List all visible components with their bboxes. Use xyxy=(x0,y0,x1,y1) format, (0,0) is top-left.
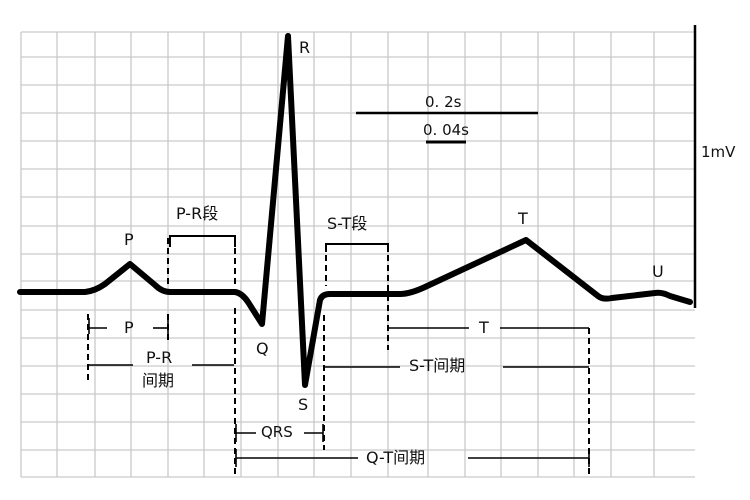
ecg-trace xyxy=(17,33,693,388)
grid xyxy=(20,31,695,478)
interval-lines xyxy=(88,318,590,467)
pr-interval-label-2: 间期 xyxy=(142,371,175,390)
wave-label-u: U xyxy=(652,262,664,281)
t-duration-label: T xyxy=(479,318,489,337)
st-interval-label: S-T间期 xyxy=(409,356,466,375)
time-scale-large-label: 0. 2s xyxy=(425,93,462,111)
pr-interval-label: P-R xyxy=(146,348,173,367)
st-segment-label: S-T段 xyxy=(327,214,368,233)
wave-label-r: R xyxy=(299,38,311,57)
pr-segment-label: P-R段 xyxy=(176,204,219,223)
segment-brackets xyxy=(169,235,389,252)
qt-interval-label: Q-T间期 xyxy=(366,448,426,467)
voltage-scale-label: 1mV xyxy=(701,143,736,161)
wave-label-p: P xyxy=(124,230,134,249)
p-duration-label: P xyxy=(124,318,134,337)
wave-label-s: S xyxy=(298,395,309,414)
qrs-label: QRS xyxy=(261,423,293,441)
time-scale-small-label: 0. 04s xyxy=(423,121,469,139)
wave-label-q: Q xyxy=(256,339,269,358)
wave-label-t: T xyxy=(518,209,528,228)
